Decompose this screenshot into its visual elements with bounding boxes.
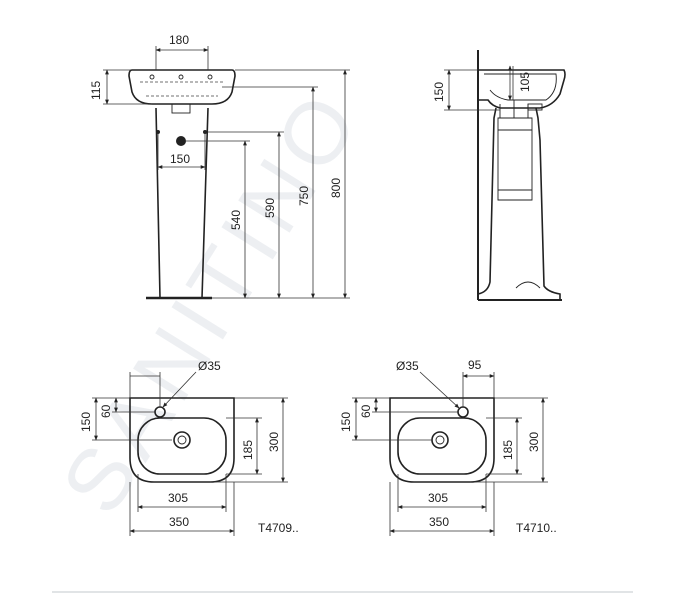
- dim-right-305: 305: [428, 491, 448, 505]
- dim-left-305: 305: [168, 491, 188, 505]
- dim-front-outlet: 150: [170, 152, 190, 166]
- dim-right-150: 150: [339, 412, 353, 432]
- side-view: 150 105: [432, 50, 566, 301]
- plan-view-right: Ø35 95 150 60 185 300 305 350 T4710: [339, 358, 557, 536]
- dim-right-300: 300: [527, 432, 541, 452]
- dim-front-590: 590: [263, 198, 277, 218]
- dim-front-height: 115: [89, 81, 103, 100]
- dim-left-350: 350: [169, 515, 189, 529]
- dim-front-width: 180: [169, 33, 189, 47]
- product-code-right: T4710..: [516, 521, 557, 535]
- dim-left-185: 185: [241, 440, 255, 460]
- front-view: 180 115 150 540 590 750 800: [89, 33, 350, 300]
- plan-view-left: Ø35 150 60 185 300 305 350 T4709..: [79, 359, 299, 536]
- dim-right-185: 185: [501, 440, 515, 460]
- tap-hole-left: Ø35: [198, 359, 221, 373]
- product-code-left: T4709..: [258, 521, 299, 535]
- dim-right-60: 60: [359, 404, 373, 418]
- dim-side-150: 150: [432, 82, 446, 102]
- dim-front-800: 800: [329, 178, 343, 198]
- dim-left-300: 300: [267, 432, 281, 452]
- dim-right-350: 350: [429, 515, 449, 529]
- tap-hole-right: Ø35: [396, 359, 419, 373]
- dim-side-105: 105: [518, 72, 532, 92]
- dim-front-750: 750: [297, 186, 311, 206]
- dim-front-540: 540: [229, 210, 243, 230]
- dim-left-150: 150: [79, 412, 93, 432]
- watermark: SANITINO: [42, 71, 380, 530]
- dim-right-95: 95: [468, 358, 482, 372]
- dim-left-60: 60: [99, 404, 113, 418]
